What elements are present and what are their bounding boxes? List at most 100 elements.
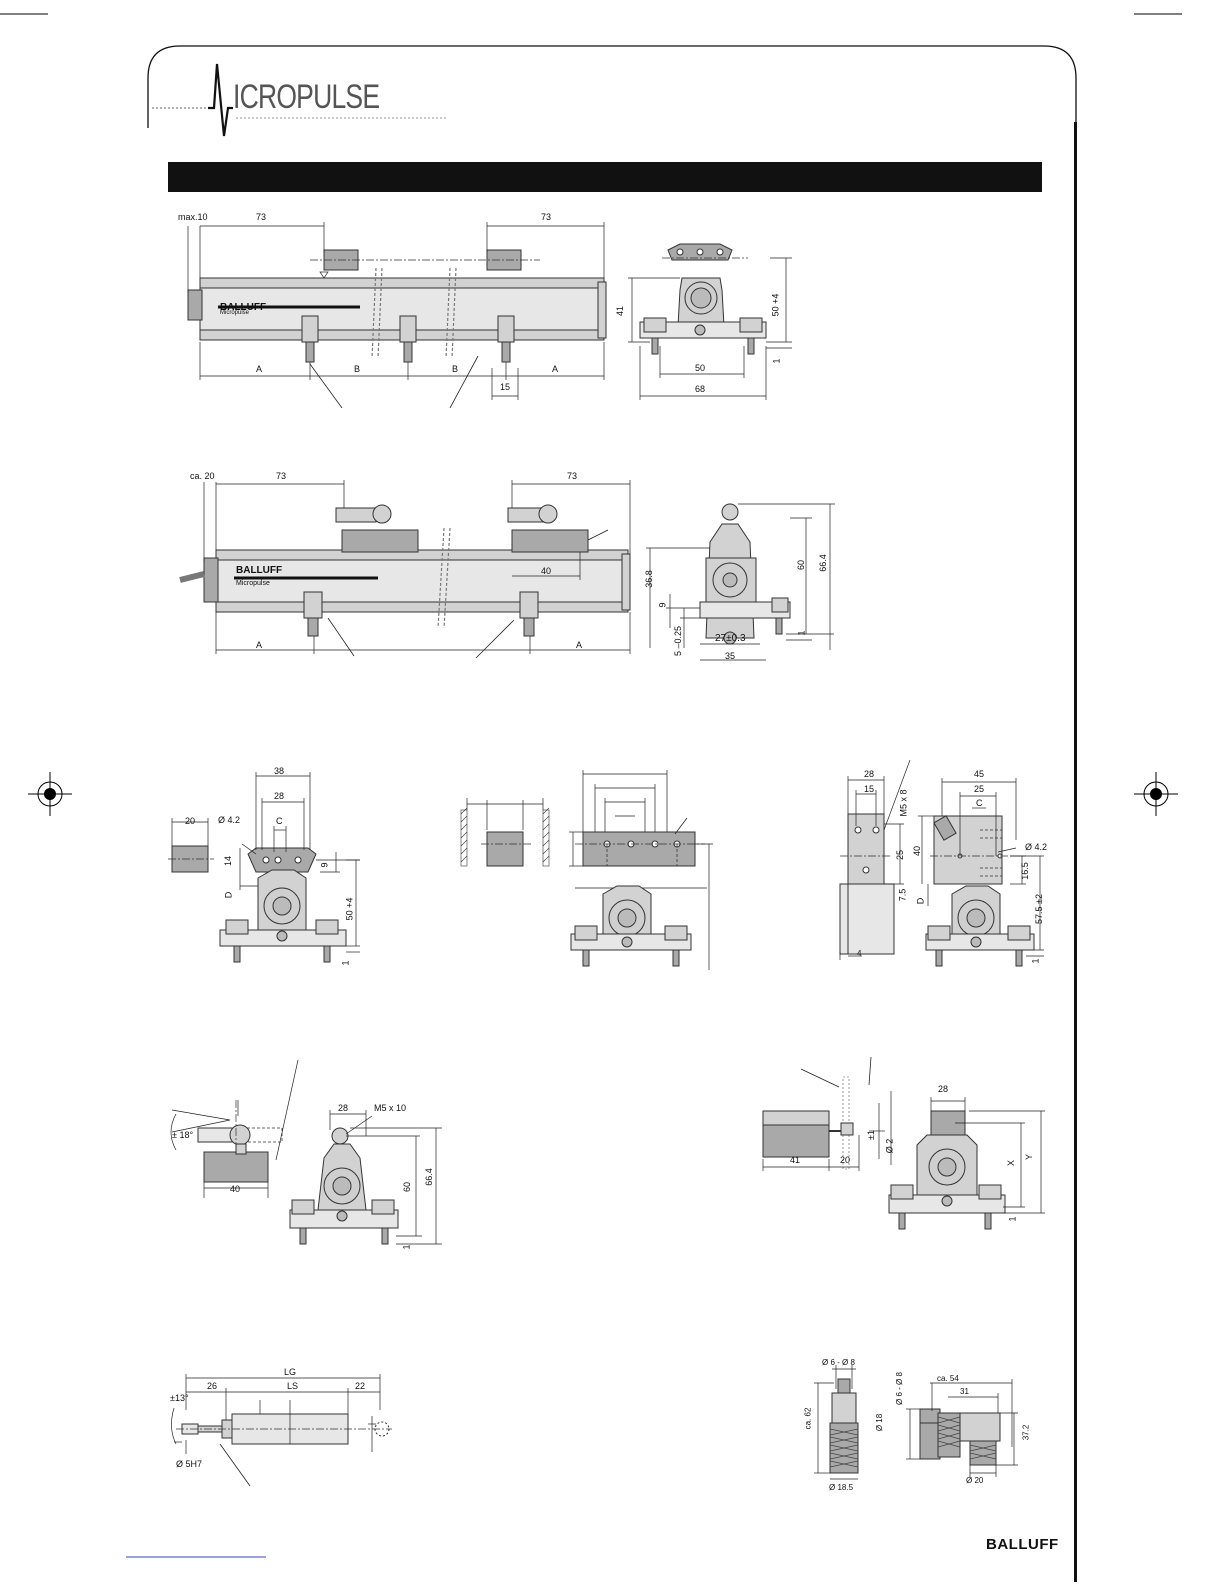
registration-mark-left (28, 772, 72, 816)
dim-label: 60 (796, 559, 807, 571)
dim-label: 40 (230, 1184, 241, 1194)
dim-label: B (452, 364, 459, 374)
dim-label: 28 (864, 769, 875, 779)
dim-label: M5 x 10 (374, 1103, 407, 1113)
dim-label: 50 +4 (344, 897, 355, 921)
section-title-bar (168, 162, 1042, 192)
dim-label: LS (287, 1381, 299, 1391)
drawing-8-rod-end (171, 1374, 392, 1487)
dim-label: ca. 62 (803, 1407, 813, 1430)
housing-product: Micropulse (236, 580, 270, 587)
dim-label: 22 (355, 1381, 366, 1391)
dim-label: A (256, 640, 263, 650)
housing-brand: BALLUFF (236, 565, 283, 576)
dim-label: A (552, 364, 559, 374)
dim-label: 45 (974, 769, 985, 779)
dim-label: ± 18° (172, 1130, 194, 1140)
drawing-6-floating-magnet-side (170, 1060, 442, 1245)
logo-text: ICROPULSE (233, 78, 380, 116)
dim-label: 25 (895, 849, 906, 861)
dim-label: D (223, 891, 234, 899)
dim-label: 73 (541, 212, 552, 222)
dim-label: ±13° (170, 1393, 189, 1403)
dim-label: 50 (695, 363, 706, 373)
dim-label: Ø 6 - Ø 8 (894, 1372, 904, 1405)
dim-label: C (276, 816, 283, 826)
dim-label: Ø 18 (875, 1413, 885, 1432)
dim-label: 66.4 (423, 1168, 434, 1186)
dim-label: 5 –0.25 (673, 625, 684, 657)
dim-label: 28 (938, 1084, 949, 1094)
dim-label: ±1 (865, 1130, 876, 1140)
dim-label: Ø 20 (966, 1476, 984, 1485)
pulse-line-icon (152, 63, 446, 137)
dim-label: 16.5 (1019, 862, 1030, 880)
housing-brand: BALLUFF (220, 302, 267, 313)
dim-label: ca. 20 (190, 471, 215, 481)
dim-label: 40 (912, 845, 923, 857)
dim-label: ca. 54 (937, 1374, 959, 1383)
dim-label: 38 (274, 766, 285, 776)
dim-label: Ø 2 (884, 1138, 895, 1154)
drawing-4-magnet-in-slot (460, 770, 713, 970)
dim-label: 50 +4 (770, 293, 781, 317)
micropulse-logo: ICROPULSE (150, 58, 450, 138)
dim-label: 15 (864, 784, 875, 794)
drawing-3-block-magnet-side (168, 772, 360, 963)
dim-label: 1 (796, 630, 807, 636)
dim-label: 73 (567, 471, 578, 481)
dim-label: 41 (790, 1155, 801, 1165)
dim-label: 57.5 ±2 (1033, 894, 1044, 924)
dim-label: 20 (185, 816, 196, 826)
dim-label: Ø 4.2 (218, 815, 241, 825)
dim-label: 35 (725, 651, 736, 661)
dim-label: 15 (500, 382, 511, 392)
dim-label: 1 (1007, 1216, 1018, 1222)
dim-label: 25 (974, 784, 985, 794)
dim-label: 73 (276, 471, 287, 481)
drawing-9-connectors (814, 1365, 1018, 1480)
dim-label: Ø 5H7 (176, 1459, 203, 1469)
dim-label: 66.4 (817, 554, 828, 572)
dim-label: M5 x 8 (898, 789, 909, 817)
balluff-footer-logo: BALLUFF (986, 1536, 1059, 1553)
dim-label: A (576, 640, 583, 650)
dim-label: 20 (840, 1155, 851, 1165)
dim-label: 28 (274, 791, 285, 801)
registration-mark-right (1134, 772, 1178, 816)
dim-label: X (1006, 1159, 1017, 1167)
dim-label: 41 (615, 305, 626, 317)
dim-label: 36.8 (643, 570, 654, 588)
dim-label: 28 (338, 1103, 349, 1113)
dim-label: 37.2 (1021, 1424, 1031, 1441)
dim-label: D (915, 897, 926, 905)
dim-label: Ø 18.5 (829, 1483, 854, 1492)
dim-label: B (354, 364, 361, 374)
dim-label: 7.5 (897, 888, 908, 902)
dim-label: 27±0.3 (715, 633, 746, 644)
dim-label: 1 (771, 358, 782, 364)
dim-label: 40 (541, 566, 552, 576)
dim-label: 1 (340, 960, 351, 966)
dim-label: 26 (207, 1381, 218, 1391)
drawing-1-block-magnet-front (187, 222, 792, 408)
dim-label: max.10 (178, 212, 208, 222)
dim-label: 9 (319, 862, 330, 868)
dim-label: LG (284, 1367, 297, 1377)
dim-label: A (256, 364, 263, 374)
dim-label: Ø 4.2 (1025, 842, 1048, 852)
dim-label: 60 (402, 1181, 413, 1193)
dim-label: 68 (695, 384, 706, 394)
dim-label: C (976, 798, 983, 808)
dim-label: Ø 6 - Ø 8 (822, 1358, 855, 1367)
drawing-7-mounting (762, 1056, 1045, 1230)
drawing-2-floating-magnet (179, 480, 835, 661)
dim-label: 1 (401, 1244, 412, 1250)
drawing-5-u-magnet (839, 760, 1044, 967)
dim-label: 1 (1030, 958, 1041, 964)
footer-brand-text: BALLUFF (986, 1536, 1059, 1553)
dim-label: 73 (256, 212, 267, 222)
dim-label: 31 (960, 1387, 969, 1396)
dim-label: 9 (657, 602, 668, 608)
